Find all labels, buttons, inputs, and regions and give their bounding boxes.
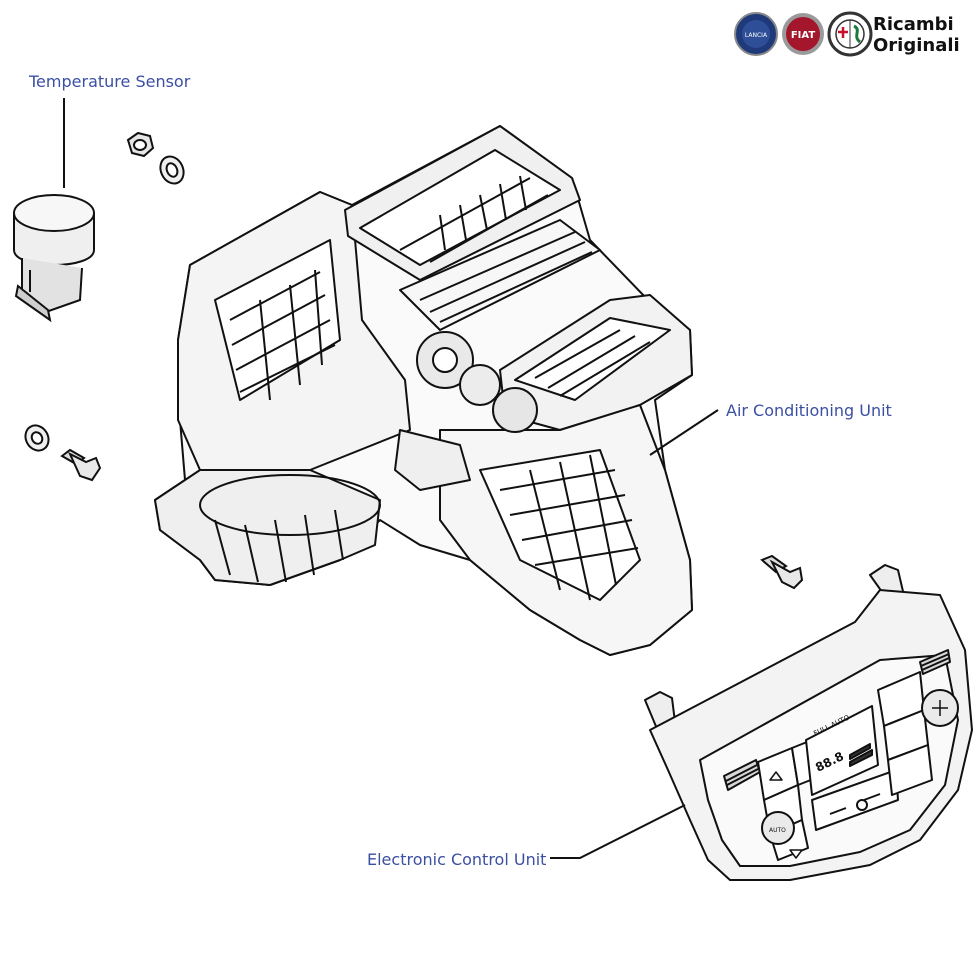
- temperature-sensor-label: Temperature Sensor: [29, 72, 191, 91]
- brand-line-1: Ricambi: [873, 14, 954, 35]
- ac-leader-line: [649, 409, 719, 456]
- air-conditioning-unit-label: Air Conditioning Unit: [726, 401, 892, 420]
- lancia-logo-text: LANCIA: [745, 32, 768, 39]
- brand-text: Ricambi Originali: [873, 14, 960, 56]
- lancia-logo: LANCIA: [734, 12, 778, 56]
- fiat-logo: FIAT: [782, 13, 824, 55]
- ecu-leader-line: [550, 804, 686, 859]
- brand-line-2: Originali: [873, 35, 960, 56]
- panel-auto-label: AUTO: [769, 827, 786, 834]
- bolt-and-washer-left: [24, 424, 102, 482]
- electronic-control-unit-part: [644, 564, 973, 881]
- air-conditioning-unit-part: [154, 125, 693, 656]
- electronic-control-unit-label: Electronic Control Unit: [367, 850, 547, 869]
- alfa-romeo-logo: [827, 11, 873, 57]
- fiat-logo-text: FIAT: [791, 30, 816, 41]
- temperature-sensor-part: [13, 98, 95, 323]
- nut-and-washer-top: [126, 131, 185, 185]
- bolt-right: [760, 554, 804, 590]
